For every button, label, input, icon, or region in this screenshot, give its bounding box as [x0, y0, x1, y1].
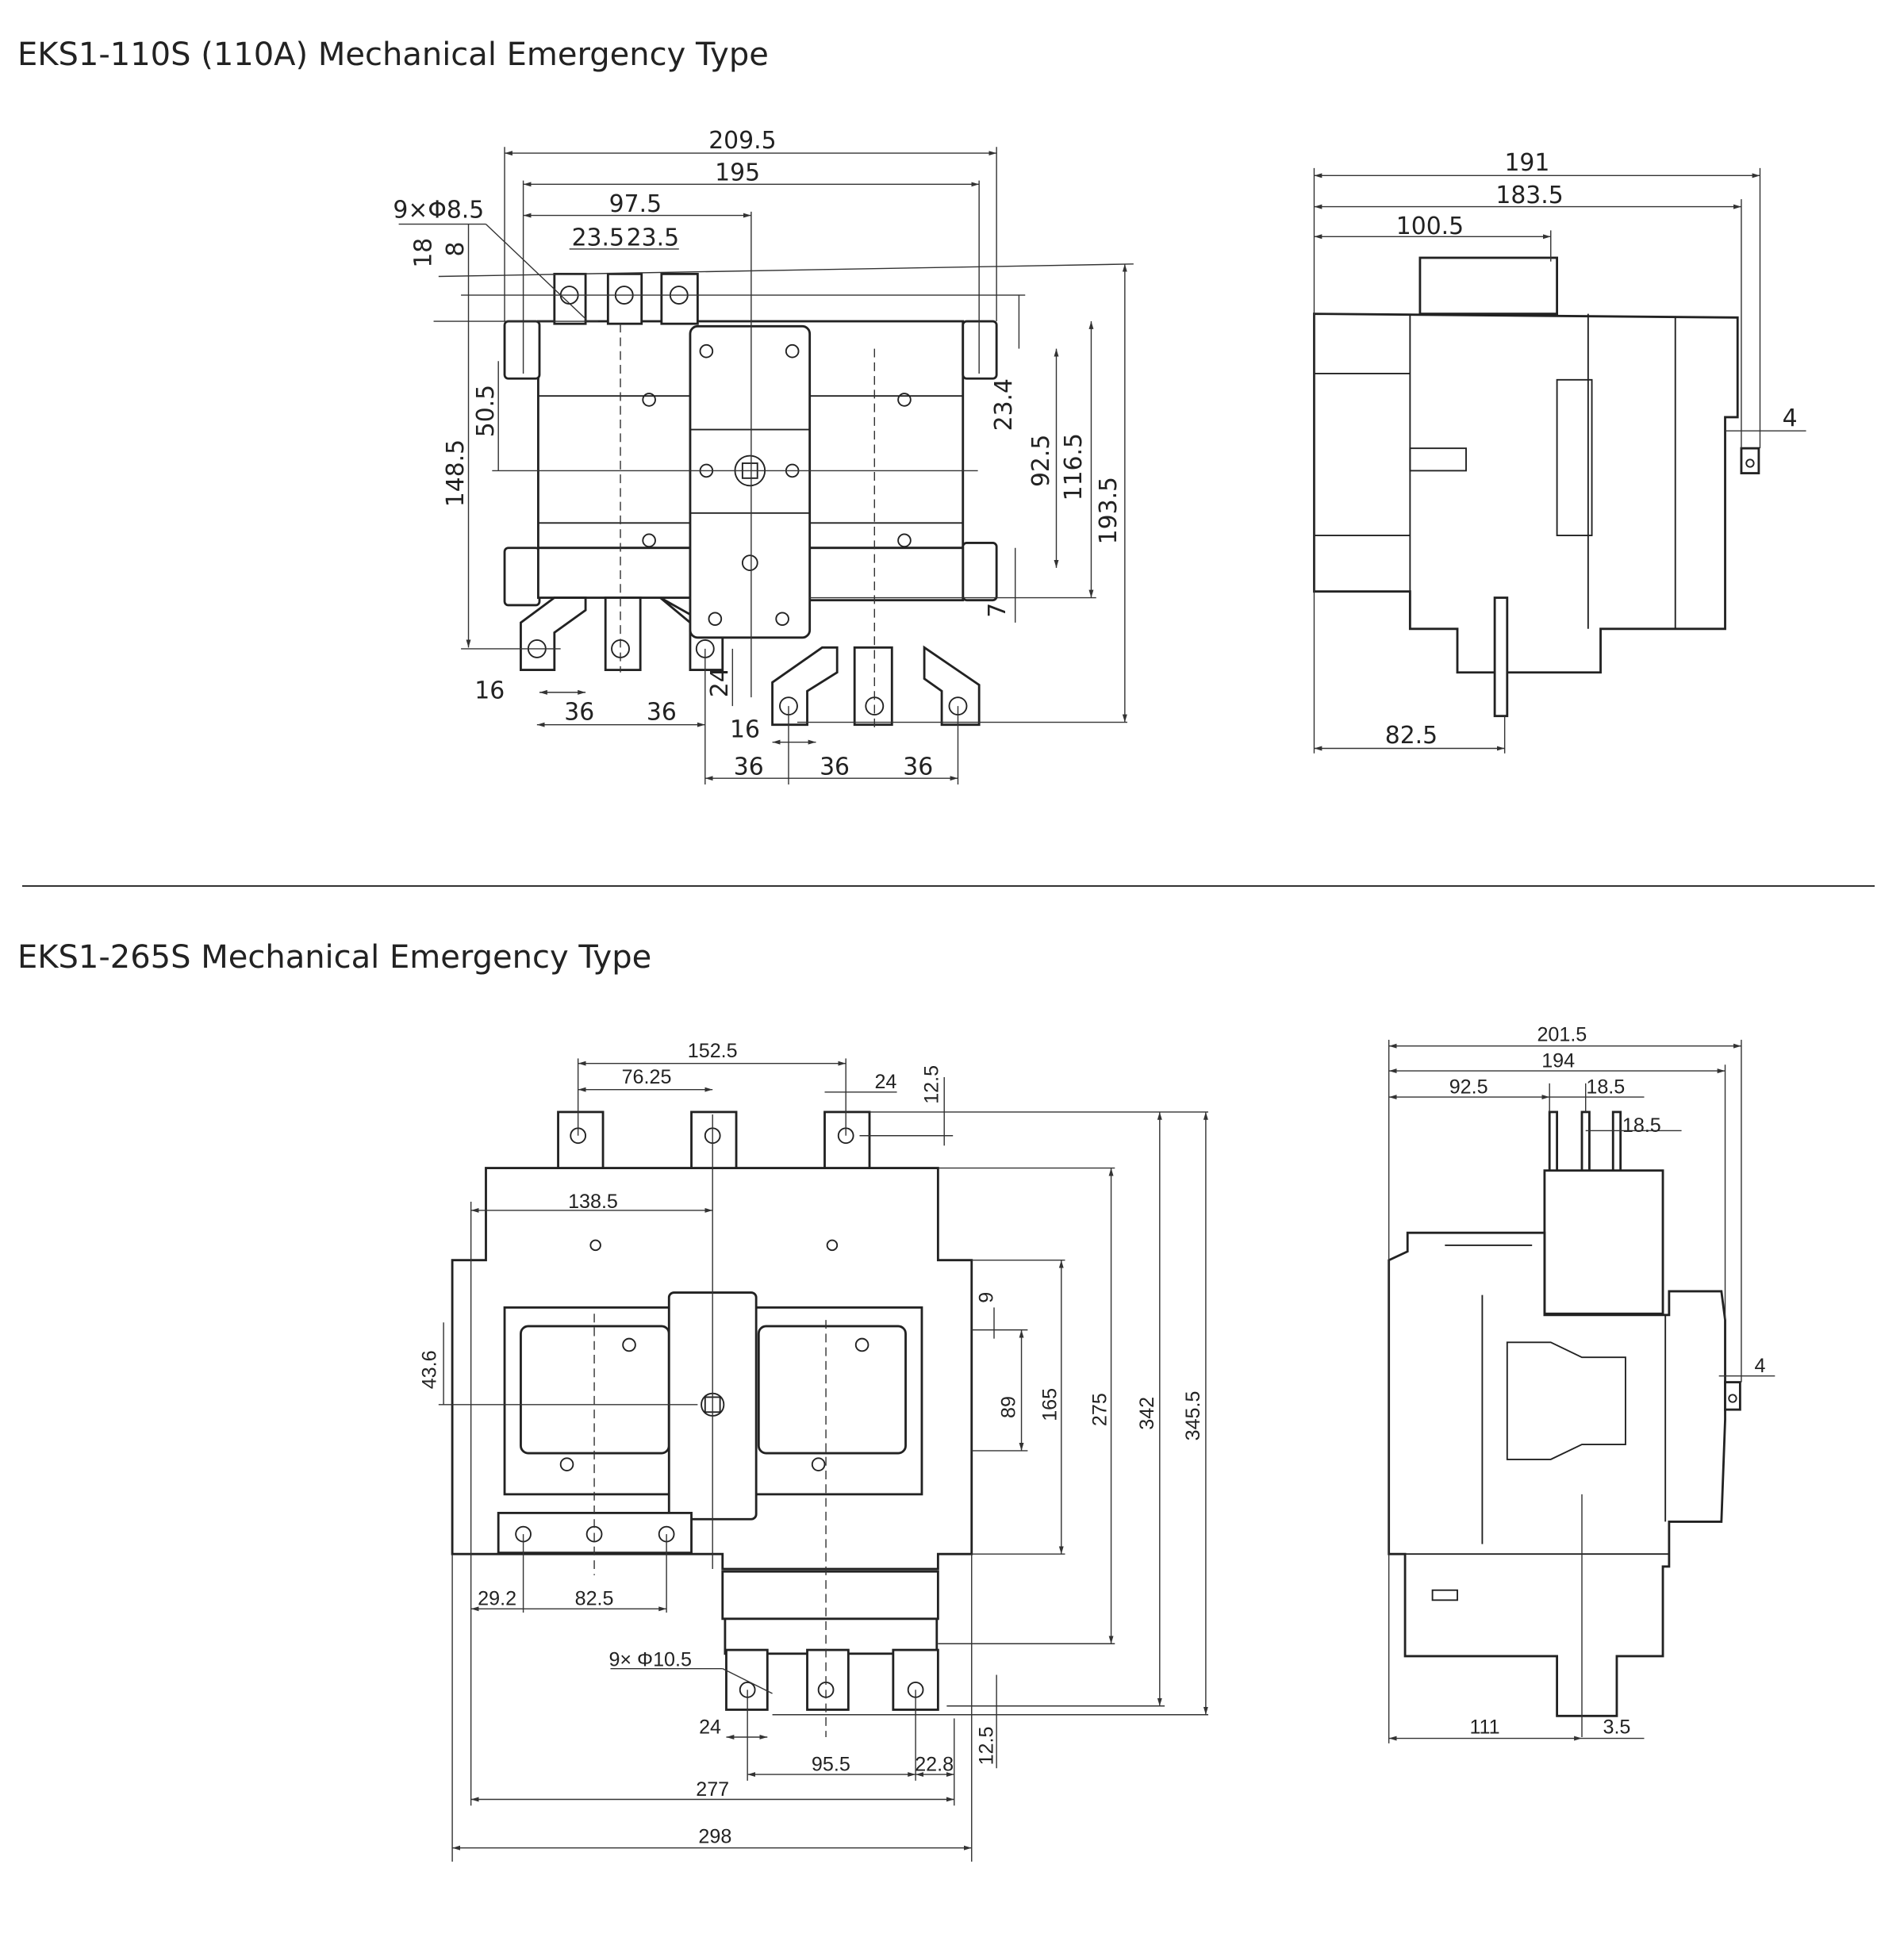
dim-label: 23.5 — [627, 224, 679, 251]
dim-label: 82.5 — [575, 1588, 614, 1610]
dim-label: 43.6 — [419, 1350, 441, 1389]
dim-label: 36 — [820, 753, 850, 781]
dim-label: 16 — [730, 715, 760, 743]
dim-label: 76.25 — [622, 1066, 672, 1088]
dim-label: 12.5 — [920, 1065, 942, 1104]
eks1-110s-front-dimension-labels: 209.5 195 97.5 23.5 23.5 9×Φ8.5 18 8 50.… — [393, 127, 1122, 781]
dim-label: 18 — [409, 238, 437, 268]
section-title-110s: EKS1-110S (110A) Mechanical Emergency Ty… — [17, 36, 769, 73]
dim-label: 116.5 — [1060, 433, 1088, 501]
dim-label: 342 — [1136, 1397, 1158, 1430]
dim-label: 111 — [1469, 1716, 1499, 1738]
dim-label: 148.5 — [442, 439, 470, 507]
dim-label: 183.5 — [1495, 182, 1563, 209]
dim-label: 12.5 — [975, 1727, 997, 1766]
dim-label: 36 — [647, 698, 677, 726]
dim-label: 4 — [1783, 405, 1798, 432]
dim-label: 193.5 — [1095, 477, 1123, 544]
dim-label: 9 — [975, 1292, 997, 1303]
holes-label: 9× Φ10.5 — [608, 1649, 692, 1671]
dim-label: 3.5 — [1603, 1716, 1630, 1738]
dim-label: 191 — [1504, 149, 1549, 177]
dim-label: 24 — [706, 667, 734, 697]
dim-label: 82.5 — [1385, 722, 1438, 750]
section-title-265s: EKS1-265S Mechanical Emergency Type — [17, 939, 652, 976]
dim-label: 97.5 — [609, 190, 662, 218]
dim-label: 345.5 — [1182, 1391, 1204, 1441]
dim-label: 8 — [442, 241, 470, 256]
dim-label: 18.5 — [1622, 1114, 1661, 1137]
dim-label: 194 — [1541, 1049, 1575, 1072]
dim-label: 29.2 — [478, 1588, 516, 1610]
dim-label: 100.5 — [1396, 213, 1464, 240]
dim-label: 195 — [715, 159, 760, 187]
dim-label: 298 — [698, 1825, 731, 1847]
eks1-265s-front-dimension-labels: 152.5 76.25 24 12.5 138.5 9 43.6 89 165 … — [419, 1040, 1204, 1848]
dim-label: 4 — [1755, 1355, 1766, 1377]
eks1-110s-front-view — [398, 147, 1134, 785]
dim-label: 24 — [699, 1716, 721, 1738]
dim-label: 36 — [903, 753, 933, 781]
dim-label: 92.5 — [1027, 435, 1055, 487]
holes-label: 9×Φ8.5 — [393, 197, 484, 224]
dim-label: 16 — [474, 677, 505, 705]
dim-label: 201.5 — [1537, 1023, 1587, 1045]
section-divider — [22, 885, 1875, 887]
dim-label: 24 — [874, 1071, 896, 1093]
eks1-265s-side-view: 201.5 194 92.5 18.5 18.5 4 111 3.5 — [1388, 1023, 1775, 1743]
eks1-110s-side-view: 191 183.5 100.5 4 82.5 — [1313, 149, 1806, 754]
dim-label: 275 — [1088, 1393, 1111, 1426]
dim-label: 18.5 — [1586, 1076, 1625, 1098]
dim-label: 36 — [564, 698, 594, 726]
dim-label: 23.4 — [990, 378, 1018, 431]
dim-label: 165 — [1038, 1388, 1061, 1421]
eks1-265s-front-view — [438, 1058, 1209, 1862]
dim-label: 36 — [734, 753, 764, 781]
dim-label: 22.8 — [915, 1753, 954, 1775]
dim-label: 23.5 — [572, 224, 624, 251]
dim-label: 277 — [696, 1778, 729, 1801]
dim-label: 92.5 — [1449, 1076, 1488, 1098]
dim-label: 138.5 — [568, 1191, 618, 1213]
dim-label: 209.5 — [708, 127, 776, 155]
dim-label: 89 — [998, 1396, 1020, 1418]
dim-label: 7 — [984, 603, 1012, 618]
dim-label: 50.5 — [472, 385, 500, 437]
dim-label: 95.5 — [812, 1753, 850, 1775]
dim-label: 152.5 — [688, 1040, 738, 1062]
